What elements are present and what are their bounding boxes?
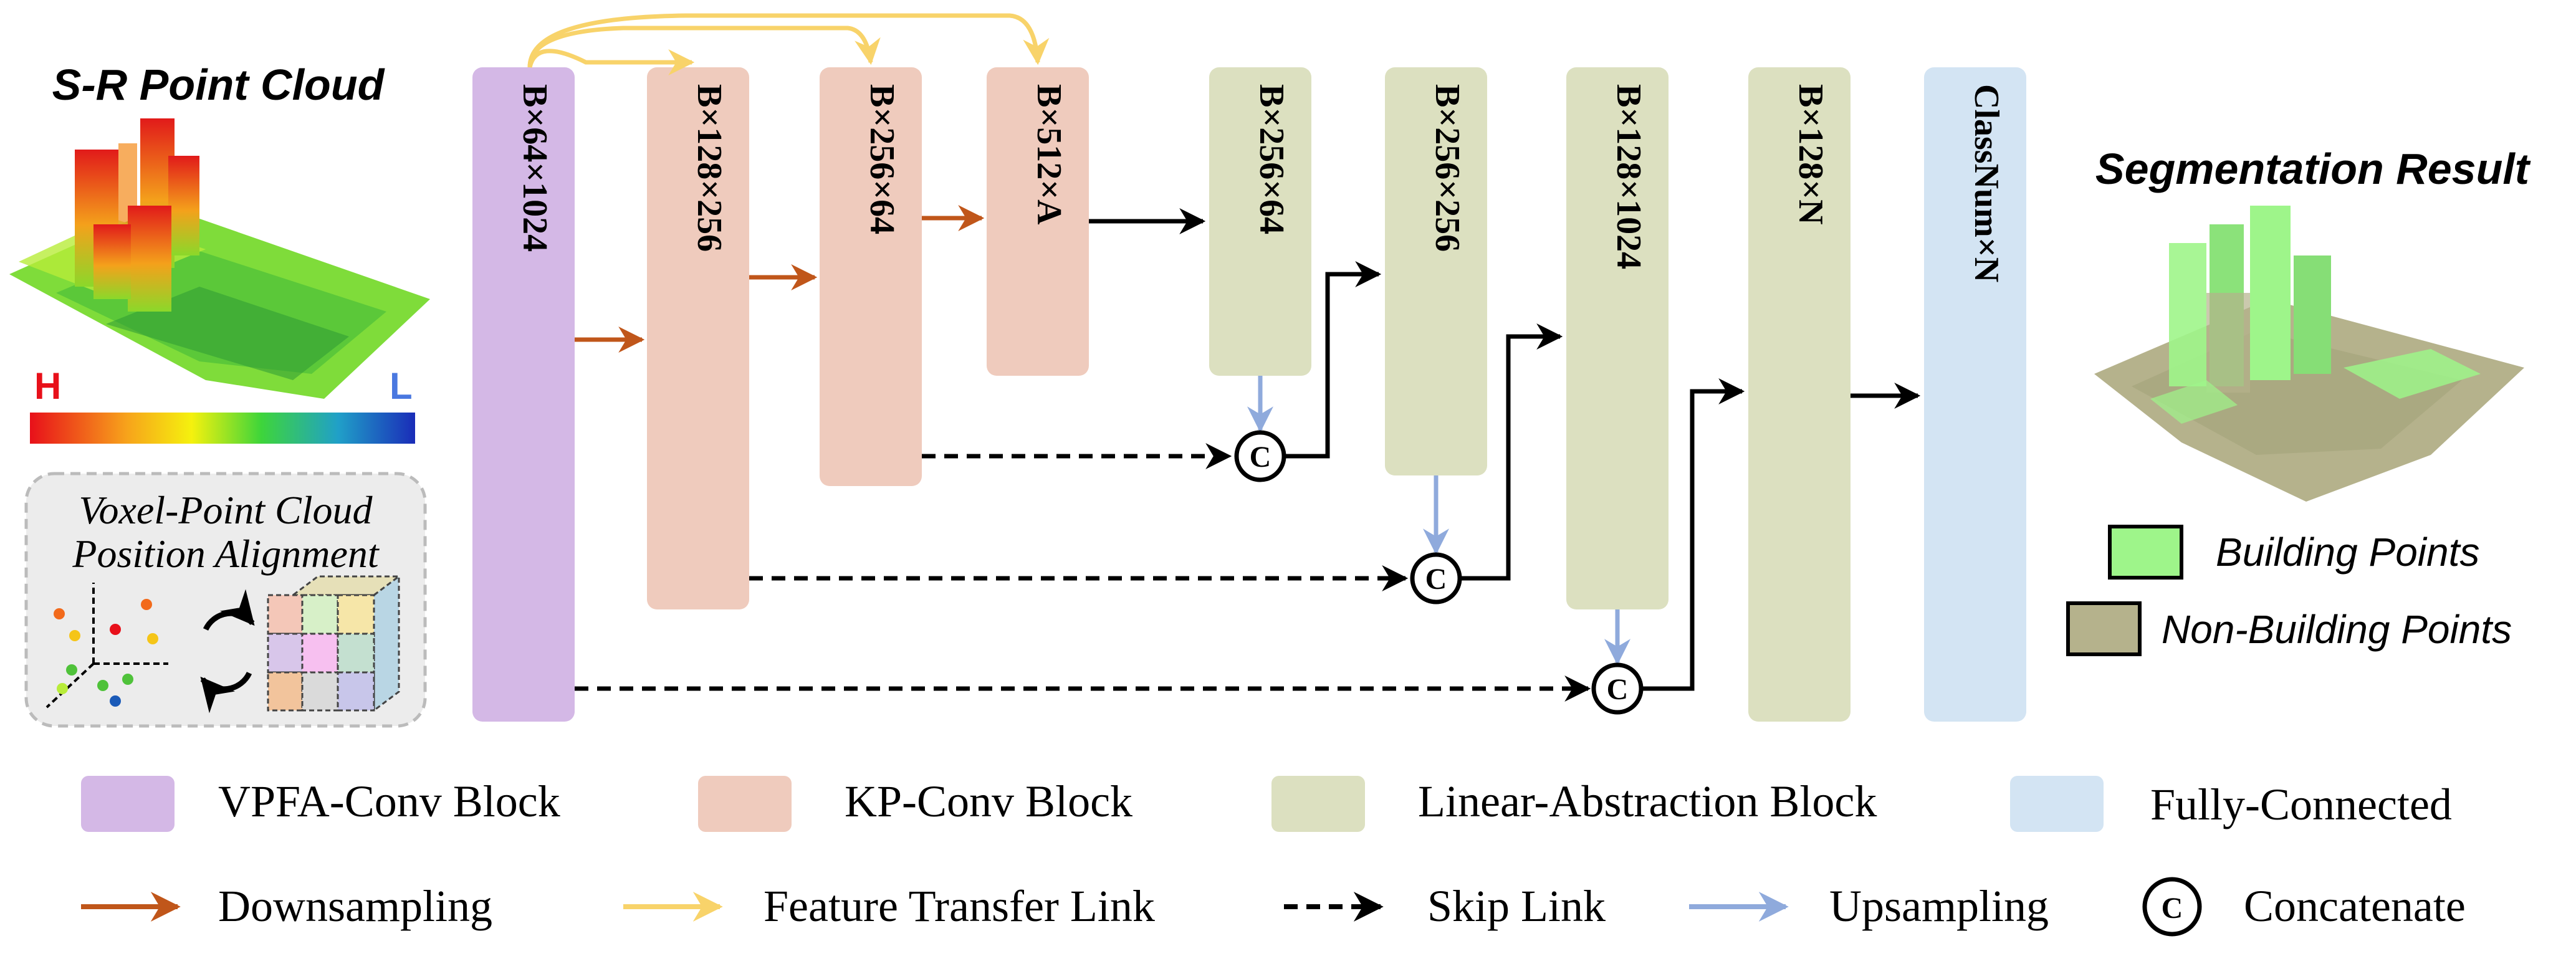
kp-conv-block-1 <box>647 67 749 609</box>
kp-conv-block-2 <box>820 67 922 486</box>
skip-link-legend-label: Skip Link <box>1427 881 1606 931</box>
concat-node-1: C <box>1234 430 1286 482</box>
vpfa-legend-label: VPFA-Conv Block <box>218 776 560 826</box>
concat-symbol-2: C <box>1425 563 1447 596</box>
voxel-cube-icon <box>267 575 402 712</box>
concat-node-2: C <box>1410 552 1462 604</box>
left-panel: S-R Point Cloud H L Voxel-Point Cloud Po… <box>9 60 430 728</box>
fc-legend-label: Fully-Connected <box>2150 780 2452 829</box>
fully-connected-block <box>1924 67 2026 722</box>
cycle-icon <box>200 589 255 714</box>
kp-legend-swatch <box>698 776 792 832</box>
block-label-1: B×64×1024 <box>515 84 554 252</box>
vpfa-legend-swatch <box>81 776 175 832</box>
feature-transfer-links <box>527 13 1050 75</box>
colorbar-low-label: L <box>390 365 413 407</box>
voxel-title-line1: Voxel-Point Cloud <box>79 488 373 532</box>
voxel-title-line2: Position Alignment <box>72 532 380 576</box>
point-axes-icon <box>45 583 168 709</box>
linear-abstraction-block-4 <box>1748 67 1851 722</box>
forward-arrows <box>1089 208 1921 691</box>
concatenate-legend-icon: C <box>2142 877 2202 937</box>
block-label-4: B×512×A <box>1030 84 1068 225</box>
block-label-7: B×128×1024 <box>1609 84 1648 269</box>
block-label-6: B×256×256 <box>1428 84 1467 252</box>
fc-legend-swatch <box>2010 776 2104 832</box>
kp-legend-label: KP-Conv Block <box>845 776 1132 826</box>
block-label-9: ClassNum×N <box>1967 84 2006 282</box>
feature-transfer-arrow-2 <box>527 13 1050 68</box>
feature-transfer-arrow-3 <box>527 49 695 75</box>
forward-arrow-2 <box>1284 261 1382 459</box>
concat-symbol-1: C <box>1250 441 1271 474</box>
concat-node-3: C <box>1591 662 1644 715</box>
downsampling-arrows <box>575 205 985 353</box>
point-cloud-title: S-R Point Cloud <box>52 60 385 109</box>
linear-abstraction-block-2 <box>1385 67 1487 475</box>
concatenate-legend-symbol: C <box>2162 892 2183 925</box>
height-colorbar <box>30 413 415 444</box>
building-legend-label: Building Points <box>2216 530 2479 575</box>
concat-symbol-3: C <box>1607 673 1629 706</box>
upsampling-arrows <box>1247 376 1630 666</box>
concatenate-legend-label: Concatenate <box>2244 881 2466 931</box>
non-building-legend-swatch <box>2066 601 2142 656</box>
block-label-3: B×256×64 <box>863 84 901 234</box>
forward-arrow-4 <box>1641 378 1745 691</box>
linear-legend-swatch <box>1271 776 1365 832</box>
input-point-cloud-image <box>9 118 430 399</box>
feature-transfer-legend-label: Feature Transfer Link <box>764 881 1155 931</box>
upsampling-legend-label: Upsampling <box>1829 881 2049 931</box>
segmentation-result-image <box>2094 206 2524 502</box>
forward-arrow-3 <box>1460 323 1563 581</box>
non-building-legend-label: Non-Building Points <box>2162 607 2512 652</box>
block-label-8: B×128×N <box>1791 84 1830 225</box>
linear-abstraction-block-1 <box>1209 67 1311 376</box>
linear-legend-label: Linear-Abstraction Block <box>1418 776 1877 826</box>
block-label-2: B×128×256 <box>690 84 729 252</box>
skip-links <box>575 443 1591 702</box>
linear-abstraction-block-3 <box>1566 67 1669 609</box>
link-legend: Downsampling Feature Transfer Link Skip … <box>81 877 2466 937</box>
segmentation-title: Segmentation Result <box>2095 145 2531 193</box>
building-legend-swatch <box>2108 525 2183 580</box>
network-blocks: B×64×1024 B×128×256 B×256×64 B×512×A B×2… <box>472 67 2026 722</box>
block-legend: VPFA-Conv Block KP-Conv Block Linear-Abs… <box>81 776 2452 832</box>
block-label-5: B×256×64 <box>1252 84 1291 234</box>
downsampling-legend-label: Downsampling <box>218 881 492 931</box>
concat-nodes: C C C <box>1234 430 1644 715</box>
vpfa-conv-block <box>472 67 575 722</box>
kp-conv-block-3 <box>987 67 1089 376</box>
colorbar-high-label: H <box>34 365 61 407</box>
right-panel: Segmentation Result Building Points Non-… <box>2066 145 2531 656</box>
